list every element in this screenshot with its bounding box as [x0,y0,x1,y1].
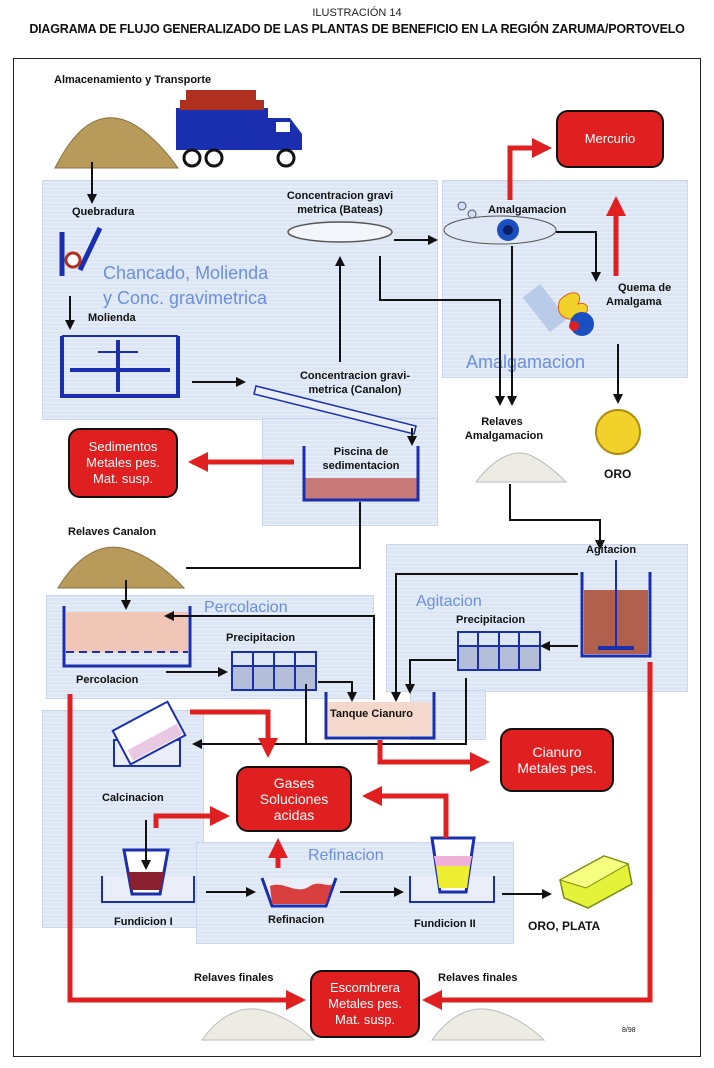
tailings-pile-final-right [431,1008,546,1041]
output-sedimentos: Sedimentos Metales pes. Mat. susp. [68,428,178,498]
tailings-pile-amalgamation [474,452,568,483]
output-cianuro: Cianuro Metales pes. [500,728,614,792]
zone-title-amalgamacion: Amalgamacion [466,352,586,372]
label-percolacion-step: Percolacion [76,674,139,686]
canalon-sluice [253,385,417,435]
label-amalgamacion-step: Amalgamacion [488,204,567,216]
ore-pile [54,117,179,169]
label-refinacion-step: Refinacion [268,914,325,926]
zone-title-percolacion: Percolacion [204,599,288,616]
label-relaves-amalg-2: Amalgamacion [464,430,544,442]
process-flow [65,162,623,899]
cyanide-tank [324,692,436,740]
output-escombrera-line-3: Mat. susp. [335,1012,395,1027]
label-precipitacion-right: Precipitacion [456,614,526,626]
zone-title-chancado-1: Chancado, Molienda [103,263,269,283]
label-relaves-finales-left: Relaves finales [194,972,274,984]
emission-flow [67,138,653,1010]
amalgam-burning-icon [522,283,594,336]
zone-title-agitacion: Agitacion [416,593,482,610]
label-quebradura: Quebradura [72,206,135,218]
output-escombrera-line-1: Escombrera [329,980,401,995]
label-oro-plata: ORO, PLATA [528,919,601,933]
label-piscina-2: sedimentacion [322,460,400,472]
output-escombrera-line-2: Metales pes. [328,996,402,1011]
output-gases: Gases Soluciones acidas [236,766,352,832]
ore-pile-canalon [57,546,186,589]
output-gases-line-3: acidas [273,807,315,823]
sedimentation-pool [302,446,420,502]
label-conc-bateas-2: metrica (Bateas) [297,204,383,216]
label-precipitacion-left: Precipitacion [226,632,296,644]
calcination-unit [111,700,187,767]
output-cianuro-line-2: Metales pes. [517,760,597,776]
diagram-title: DIAGRAMA DE FLUJO GENERALIZADO DE LAS PL… [29,22,685,36]
smelter-2 [409,836,495,903]
mill-icon [60,335,180,398]
label-relaves-amalg-1: Relaves [481,416,523,428]
label-conc-canalon-2: metrica (Canalon) [308,384,402,396]
amalgamation-vessel [443,201,557,245]
label-fundicion-1: Fundicion I [114,916,173,928]
precipitation-grid-right [457,631,541,671]
precipitation-grid-left [231,651,317,691]
label-piscina-1: Piscina de [333,446,389,458]
agitation-tank [580,560,652,658]
zone-amalgamacion [442,180,688,378]
label-agitacion-step: Agitacion [586,544,637,556]
label-molienda: Molienda [88,312,136,324]
refining-vessel [260,877,338,908]
label-quema-2: Amalgama [606,296,662,308]
label-oro: ORO [604,467,632,481]
label-relaves-canalon: Relaves Canalon [68,526,157,538]
zone-title-chancado-2: y Conc. gravimetrica [103,288,268,308]
smelter-1 [101,848,195,903]
output-sedimentos-line-3: Mat. susp. [93,471,153,486]
label-conc-bateas-1: Concentracion gravi [286,190,394,202]
label-relaves-finales-right: Relaves finales [438,972,518,984]
tailings-pile-final-left [201,1008,316,1041]
crusher-icon [59,226,103,276]
output-mercurio: Mercurio [556,110,664,168]
truck-icon [176,90,302,168]
label-conc-canalon-1: Concentracion gravi- [299,370,411,382]
label-calcinacion: Calcinacion [102,792,164,804]
figure-number: ILUSTRACIÓN 14 [312,7,402,19]
output-gases-line-1: Gases [273,775,315,791]
output-sedimentos-line-1: Sedimentos [88,439,158,454]
gold-nugget [595,409,641,455]
output-sedimentos-line-2: Metales pes. [86,455,160,470]
output-escombrera: Escombrera Metales pes. Mat. susp. [310,970,420,1038]
label-fundicion-2: Fundicion II [414,918,476,930]
label-quema-1: Quema de [618,282,672,294]
label-almacenamiento: Almacenamiento y Transporte [54,74,212,86]
bateas-dish [287,221,393,243]
output-mercurio-text: Mercurio [584,131,636,146]
page-code: 8/98 [622,1027,636,1034]
percolation-tank [62,606,192,668]
zone-title-refinacion: Refinacion [308,847,384,864]
output-gases-line-2: Soluciones [259,791,329,807]
label-tanque-cianuro: Tanque Cianuro [330,708,413,720]
output-cianuro-line-1: Cianuro [532,744,582,760]
